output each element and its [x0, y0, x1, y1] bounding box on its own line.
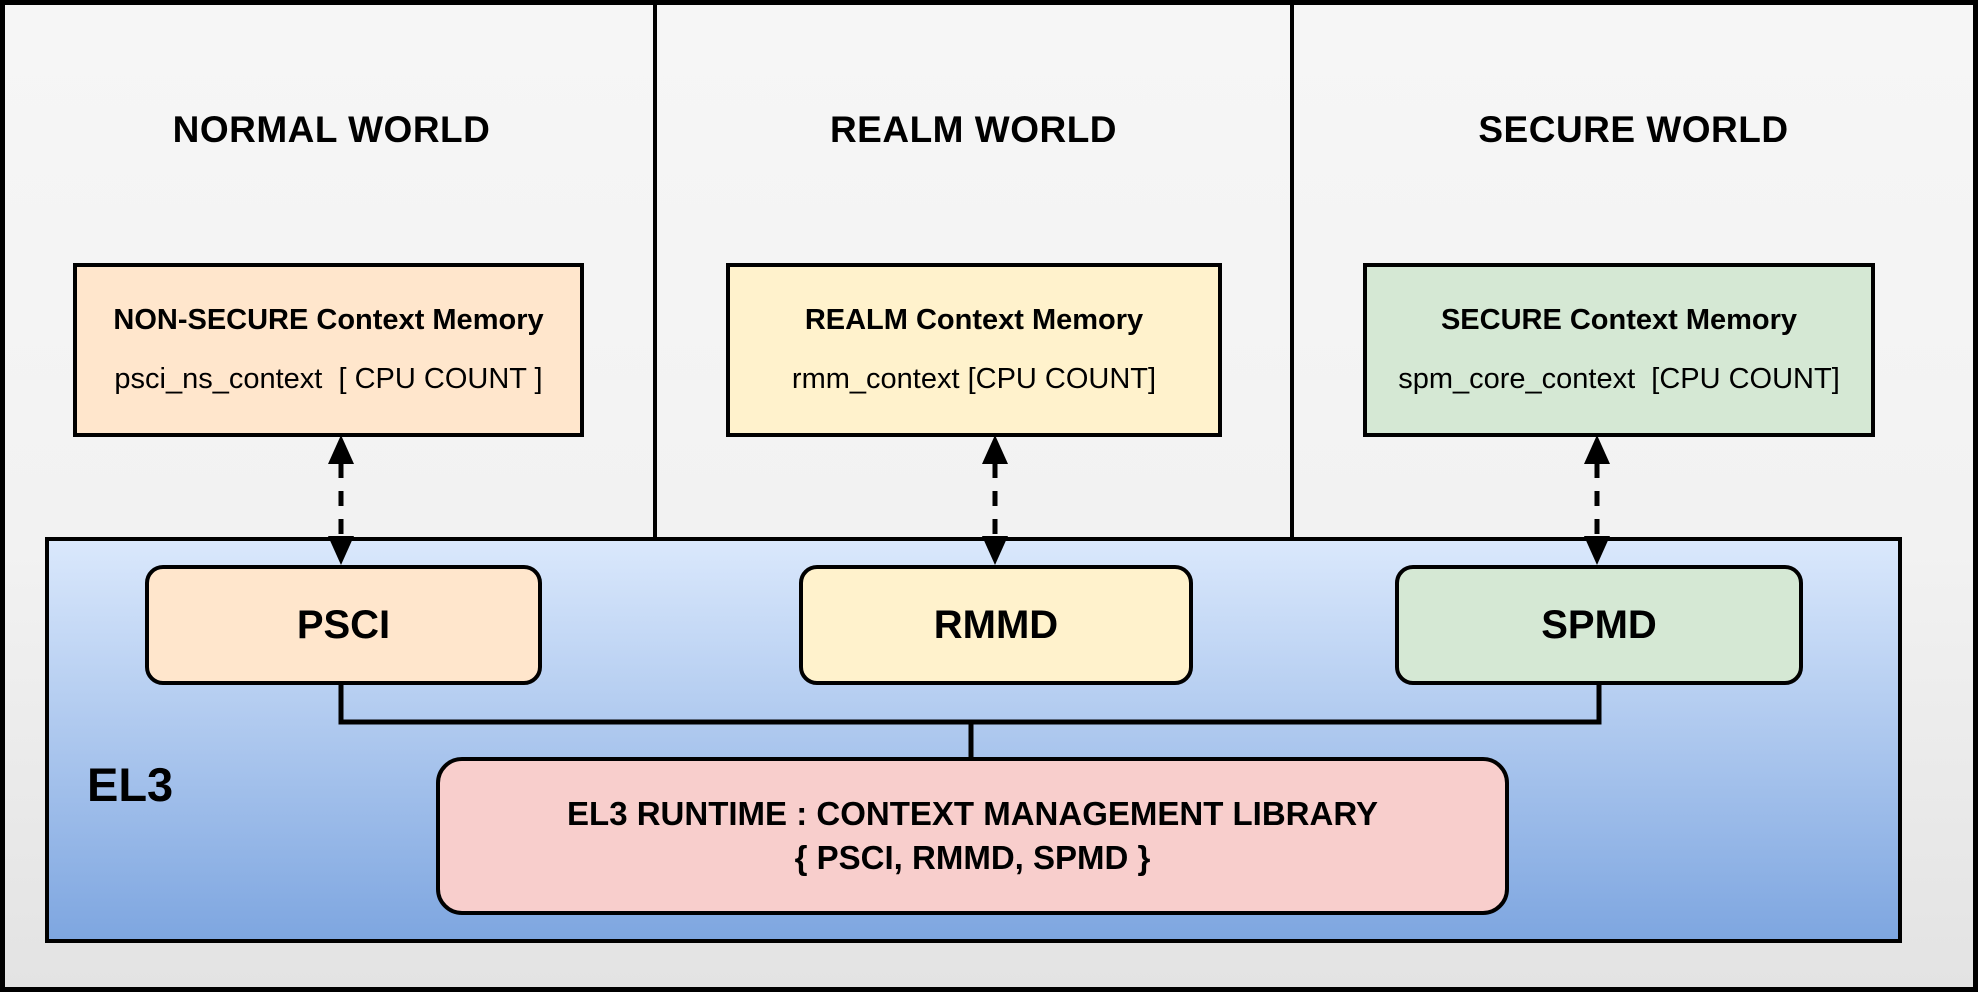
- nonsecure-context-memory-title: NON-SECURE Context Memory: [113, 304, 544, 336]
- realm-context-memory-code: rmm_context [CPU COUNT]: [791, 363, 1157, 395]
- arrowhead-up-icon: [982, 435, 1008, 464]
- secure-context-memory-title: SECURE Context Memory: [1440, 304, 1798, 336]
- spmd-label: SPMD: [1541, 602, 1657, 647]
- rmmd-label: RMMD: [933, 602, 1059, 647]
- psci-service-box: PSCI: [145, 565, 542, 685]
- arrowhead-up-icon: [328, 435, 354, 464]
- spmd-service-box: SPMD: [1395, 565, 1803, 685]
- secure-context-memory-box: SECURE Context Memory spm_core_context […: [1363, 263, 1875, 437]
- psci-label: PSCI: [296, 602, 391, 647]
- rmmd-service-box: RMMD: [799, 565, 1193, 685]
- arrowhead-up-icon: [1584, 435, 1610, 464]
- nonsecure-context-memory-code: psci_ns_context [ CPU COUNT ]: [114, 363, 543, 395]
- realm-world-title: REALM WORLD: [829, 109, 1118, 150]
- realm-context-memory-box: REALM Context Memory rmm_context [CPU CO…: [726, 263, 1222, 437]
- runtime-library-line2: { PSCI, RMMD, SPMD }: [794, 839, 1151, 876]
- realm-context-memory-title: REALM Context Memory: [804, 304, 1144, 336]
- column-divider-normal-realm: [653, 5, 657, 542]
- secure-context-memory-code: spm_core_context [CPU COUNT]: [1398, 363, 1840, 395]
- column-divider-realm-secure: [1290, 5, 1294, 542]
- context-management-library-box: EL3 RUNTIME : CONTEXT MANAGEMENT LIBRARY…: [436, 757, 1509, 915]
- nonsecure-context-memory-box: NON-SECURE Context Memory psci_ns_contex…: [73, 263, 584, 437]
- el3-label: EL3: [87, 758, 174, 811]
- runtime-library-line1: EL3 RUNTIME : CONTEXT MANAGEMENT LIBRARY: [567, 795, 1378, 832]
- secure-world-title: SECURE WORLD: [1478, 109, 1789, 150]
- normal-world-title: NORMAL WORLD: [172, 109, 491, 150]
